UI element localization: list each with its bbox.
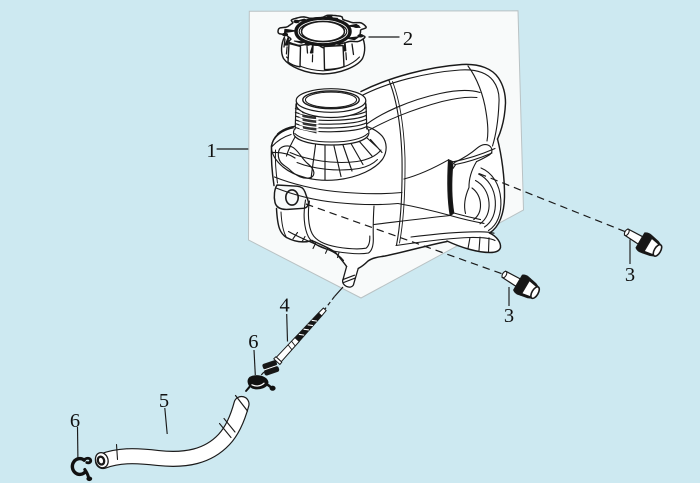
svg-text:4: 4 <box>279 295 289 317</box>
svg-text:5: 5 <box>159 390 169 412</box>
svg-text:6: 6 <box>248 331 258 353</box>
svg-text:3: 3 <box>625 264 635 286</box>
svg-text:6: 6 <box>70 410 80 432</box>
svg-text:1: 1 <box>206 140 216 162</box>
svg-text:3: 3 <box>504 305 514 327</box>
svg-text:2: 2 <box>403 28 413 50</box>
